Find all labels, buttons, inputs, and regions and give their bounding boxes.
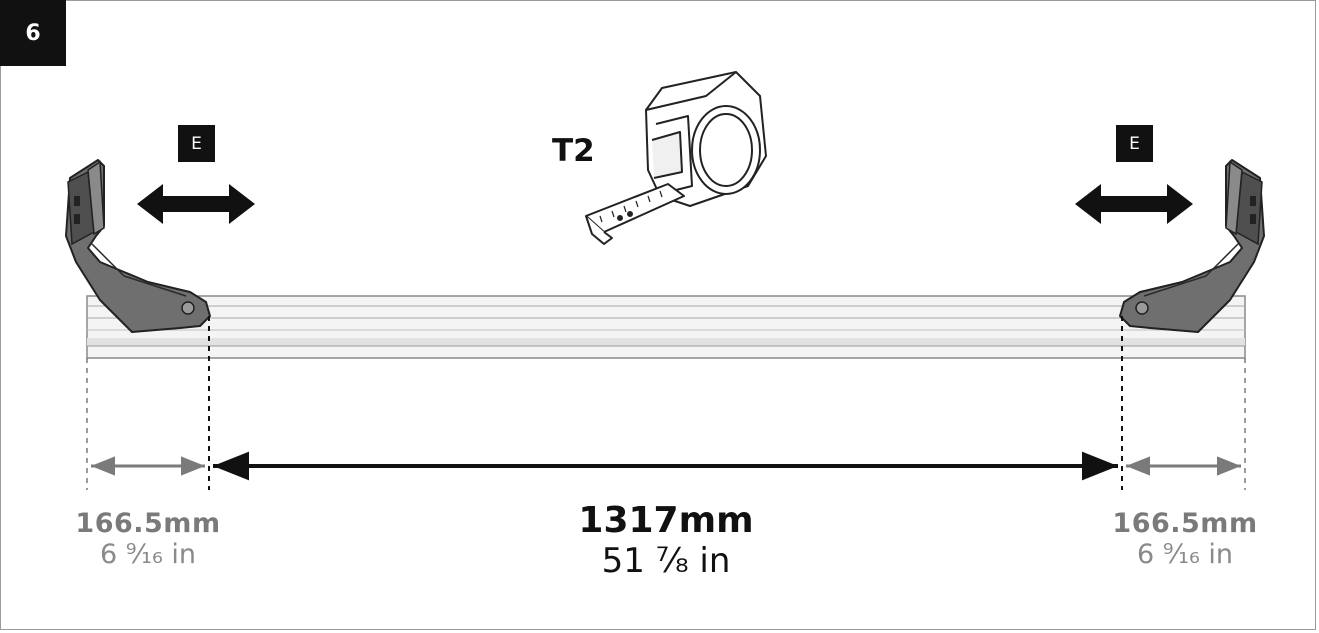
left-dimension-label: 166.5mm 6 ⁹⁄₁₆ in <box>48 508 248 570</box>
left-dimension-mm: 166.5mm <box>75 508 221 539</box>
center-dimension-label: 1317mm 51 ⁷⁄₈ in <box>536 500 796 581</box>
right-dimension-inch: 6 ⁹⁄₁₆ in <box>1137 539 1233 570</box>
adjust-label-left: E <box>178 125 215 162</box>
load-bar <box>86 295 1246 359</box>
right-adjust-arrow <box>1075 184 1193 224</box>
left-foot <box>65 159 211 333</box>
center-dimension-mm: 1317mm <box>578 500 754 541</box>
left-adjust-arrow <box>137 184 255 224</box>
right-foot <box>1119 159 1265 333</box>
right-dimension-mm: 166.5mm <box>1112 508 1258 539</box>
tool-label: T2 <box>552 133 595 169</box>
left-dimension-inch: 6 ⁹⁄₁₆ in <box>100 539 196 570</box>
adjust-label-right: E <box>1116 125 1153 162</box>
tape-measure-icon <box>585 71 767 245</box>
extension-lines <box>86 316 1246 490</box>
center-dimension-inch: 51 ⁷⁄₈ in <box>601 541 731 581</box>
step-number-badge: 6 <box>0 0 66 66</box>
right-dimension-label: 166.5mm 6 ⁹⁄₁₆ in <box>1085 508 1285 570</box>
